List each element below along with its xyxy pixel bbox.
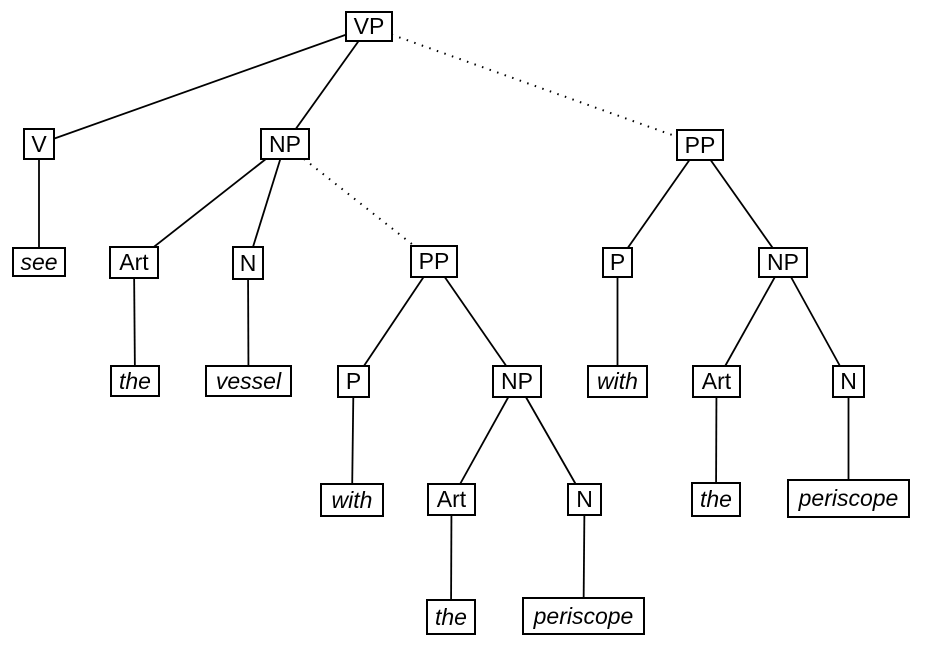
edge-n_low-periscope_low-solid (582, 499, 586, 617)
edge-pp_low-np_low-solid (433, 260, 518, 383)
node-np-low: NP (492, 365, 542, 398)
edge-np_low-n_low-solid (516, 381, 586, 500)
node-v: V (23, 128, 55, 160)
edge-p_low-with_low-solid (351, 381, 355, 501)
node-word-periscope-high: periscope (787, 479, 910, 518)
edge-art_high-the_high-solid (715, 381, 718, 500)
edge-np_low-art_low-solid (450, 381, 518, 500)
edge-pp_low-p_low-solid (352, 260, 435, 383)
node-word-the-object: the (110, 365, 160, 397)
node-word-see: see (12, 247, 66, 277)
node-word-the-high: the (691, 482, 741, 517)
node-n-low: N (567, 483, 602, 516)
edge-pp_high-p_high-solid (616, 144, 701, 264)
node-pp-vp-attached: PP (676, 129, 724, 161)
node-pp-np-attached: PP (410, 245, 458, 278)
node-p-low: P (337, 365, 370, 398)
edge-vp-v-solid (38, 25, 370, 145)
edge-np_high-art_high-solid (715, 262, 784, 382)
node-word-with-high: with (587, 365, 648, 398)
edge-art_low-the_low-solid (450, 499, 453, 618)
node-n-object: N (232, 246, 264, 280)
edge-vp-pp_high-dotted (368, 25, 701, 146)
node-word-periscope-low: periscope (522, 597, 645, 635)
edge-np_obj-n_obj-solid (247, 143, 286, 264)
node-art-low: Art (427, 483, 476, 516)
edge-np_high-n_high-solid (782, 262, 850, 382)
node-art-high: Art (692, 365, 741, 398)
node-np-high: NP (758, 247, 808, 278)
edge-np_obj-pp_low-dotted (284, 143, 435, 263)
node-word-the-low: the (426, 599, 476, 635)
node-n-high: N (832, 365, 865, 398)
edge-art_obj-the_obj-solid (133, 262, 136, 382)
edge-n_obj-vessel-solid (247, 262, 250, 382)
node-np-object: NP (260, 128, 310, 160)
node-vp: VP (345, 11, 393, 42)
node-art-object: Art (109, 246, 159, 279)
node-word-vessel: vessel (205, 365, 292, 397)
edge-vp-np_obj-solid (284, 25, 370, 145)
node-p-high: P (602, 247, 633, 278)
edge-np_obj-art_obj-solid (133, 143, 286, 264)
node-word-with-low: with (320, 483, 384, 517)
edge-pp_high-np_high-solid (699, 144, 784, 264)
